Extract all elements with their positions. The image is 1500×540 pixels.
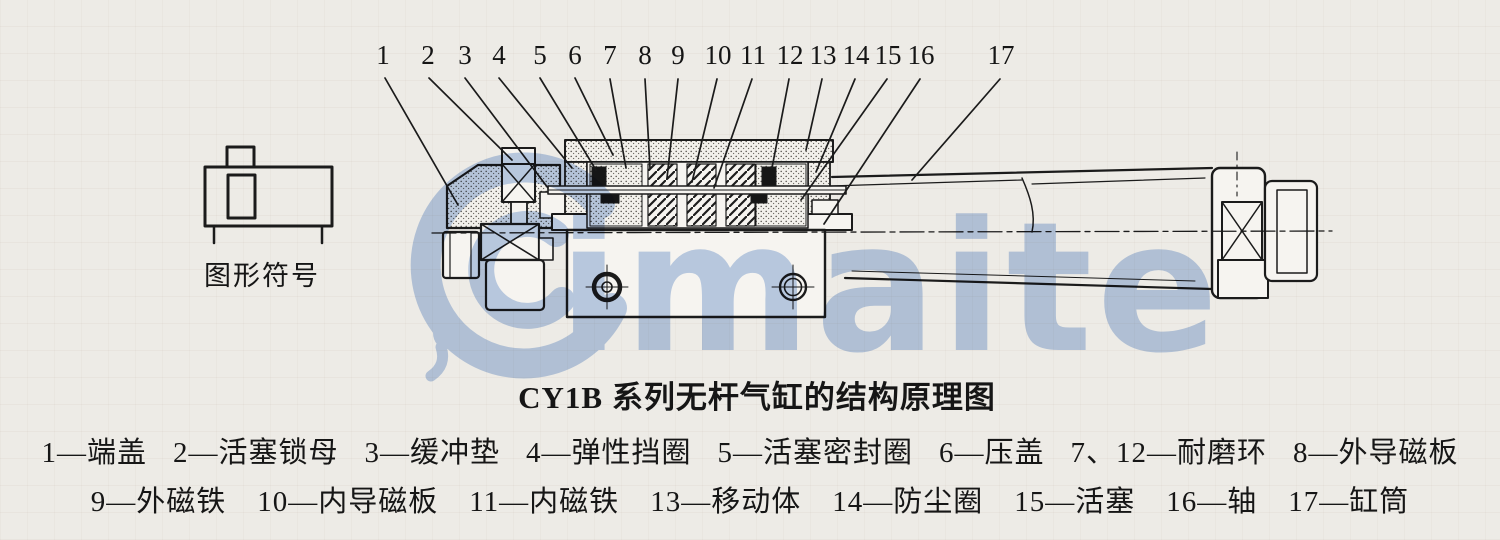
break-curve xyxy=(1021,177,1034,233)
callout-12: 12 xyxy=(776,40,804,70)
legend-item: 17—缸筒 xyxy=(1288,486,1410,518)
callout-2: 2 xyxy=(421,40,435,70)
callout-14: 14 xyxy=(842,40,870,70)
legend-line-2: 9—外磁铁 10—内导磁板 11—内磁铁 13—移动体 14—防尘圈 15—活塞… xyxy=(0,478,1500,520)
legend-item: 14—防尘圈 xyxy=(832,486,984,518)
legend-item: 2—活塞锁母 xyxy=(172,437,339,469)
callout-5: 5 xyxy=(533,40,547,70)
legend-item: 6—压盖 xyxy=(939,437,1045,469)
callout-10: 10 xyxy=(704,40,732,70)
legend-item: 1—端盖 xyxy=(41,437,147,469)
callout-7: 7 xyxy=(603,40,617,70)
legend-item: 3—缓冲垫 xyxy=(364,437,500,469)
port-fittings-left xyxy=(441,222,554,312)
legend-item: 10—内导磁板 xyxy=(257,486,439,518)
pneumatic-symbol xyxy=(203,145,334,245)
symbol-caption: 图形符号 xyxy=(204,261,320,291)
legend-item: 11—内磁铁 xyxy=(469,486,620,518)
magnet-block xyxy=(647,163,678,227)
legend-item: 7、12—耐磨环 xyxy=(1070,437,1268,469)
callout-1: 1 xyxy=(376,40,390,70)
piston-assembly xyxy=(547,161,847,229)
callout-11: 11 xyxy=(740,40,766,70)
callout-9: 9 xyxy=(671,40,685,70)
magnet-block xyxy=(686,163,717,227)
callout-4: 4 xyxy=(492,40,506,70)
cylinder-barrel xyxy=(829,166,1214,291)
legend-line-1: 1—端盖 2—活塞锁母 3—缓冲垫 4—弹性挡圈 5—活塞密封圈 6—压盖 7、… xyxy=(0,429,1500,471)
legend-item: 5—活塞密封圈 xyxy=(717,437,914,469)
callout-16: 16 xyxy=(907,40,935,70)
figure-title: CY1B 系列无杆气缸的结构原理图 xyxy=(518,380,996,415)
callout-8: 8 xyxy=(638,40,652,70)
legend-item: 9—外磁铁 xyxy=(90,486,227,518)
legend-item: 4—弹性挡圈 xyxy=(525,437,692,469)
seal xyxy=(761,166,777,188)
callout-17: 17 xyxy=(987,40,1015,70)
legend-item: 15—活塞 xyxy=(1014,486,1136,518)
legend-item: 8—外导磁板 xyxy=(1293,437,1459,469)
callout-3: 3 xyxy=(458,40,472,70)
legend-item: 16—轴 xyxy=(1166,486,1258,518)
mounting-hole-right xyxy=(771,264,815,310)
end-cap-right xyxy=(1210,151,1319,300)
callout-15: 15 xyxy=(874,40,902,70)
mounting-plate xyxy=(565,228,827,319)
callout-6: 6 xyxy=(568,40,582,70)
callout-13: 13 xyxy=(809,40,837,70)
legend-item: 13—移动体 xyxy=(650,486,802,518)
seal xyxy=(591,166,607,188)
magnet-block xyxy=(725,163,756,227)
